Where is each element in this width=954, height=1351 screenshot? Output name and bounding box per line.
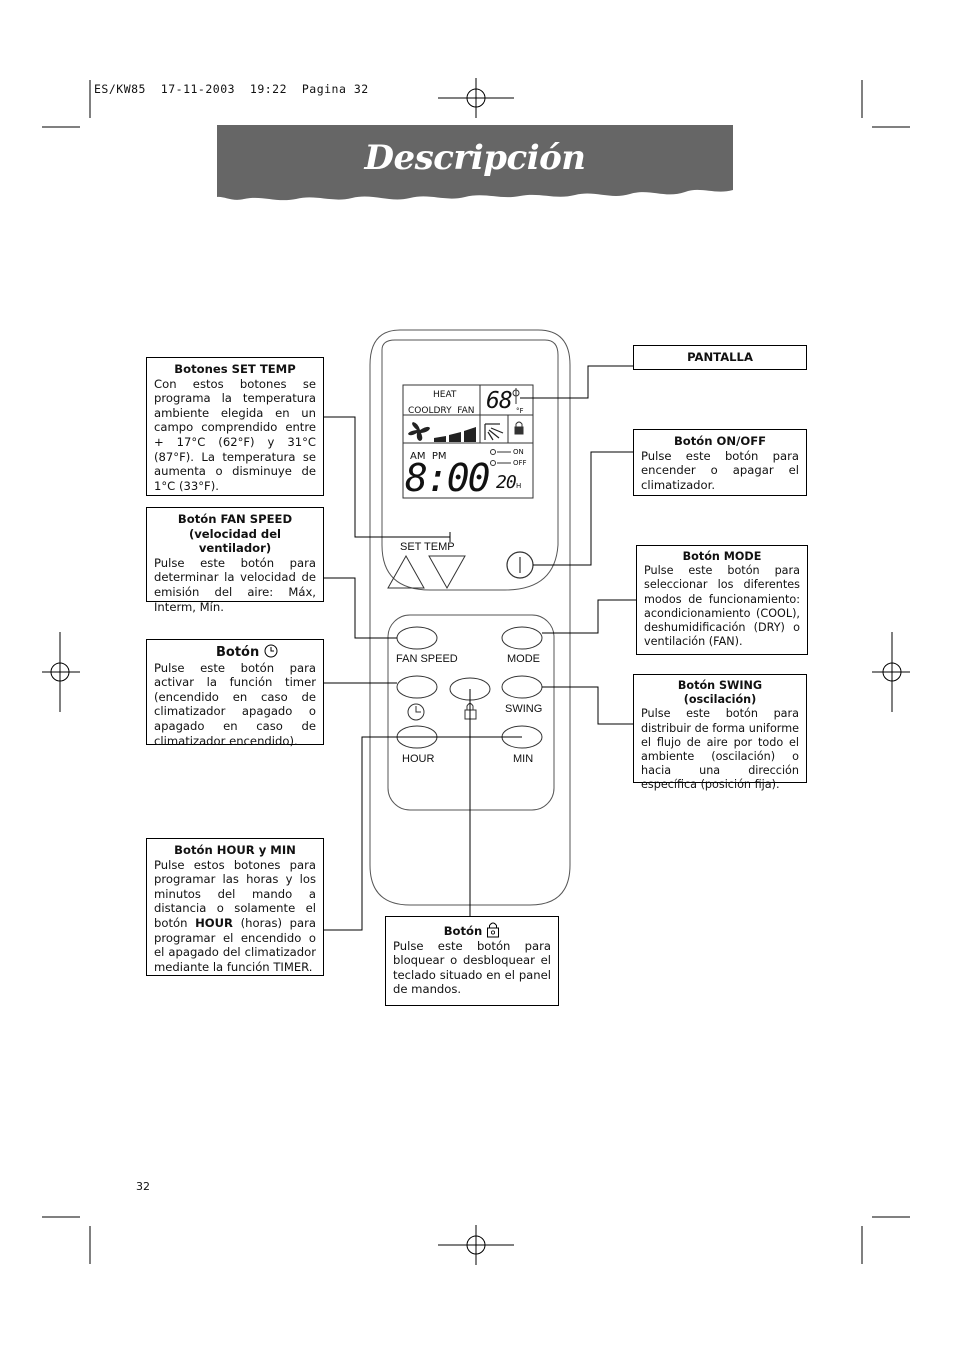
callout-set-temp-title: Botones SET TEMP [174,362,296,376]
callout-set-temp: Botones SET TEMP Con estos botones se pr… [146,357,324,496]
callout-on-off: Botón ON/OFF Pulse este botón para encen… [633,429,807,496]
callout-set-temp-text: Con estos botones se programa la tempera… [154,376,316,493]
swing-indicator [484,423,504,441]
callout-mode-title: Botón MODE [682,550,762,563]
callout-fan-speed-subtitle: (velocidad del ventilador) [188,526,282,556]
display-clock: 8:00 [405,456,491,500]
callout-fan-speed-title: Botón FAN SPEED [177,512,293,526]
callout-swing-text: Pulse este botón para distribuir de form… [641,707,799,792]
set-temp-buttons [387,554,466,590]
fan-speed-indicator [408,422,476,442]
callout-on-off-title: Botón ON/OFF [673,434,767,448]
callout-lock-title: Botón [443,924,483,938]
callout-timer-title: Botón [216,645,260,660]
callout-fan-speed: Botón FAN SPEED (velocidad del ventilado… [146,507,324,614]
clock-icon [264,644,278,658]
callout-hour-min: Botón HOUR y MIN Pulse estos botones par… [146,838,324,976]
registration-marks [42,78,910,1265]
callout-lock: Botón Pulse este botón para bloquear o d… [385,916,559,1006]
callout-lock-text: Pulse este botón para bloquear o desbloq… [393,938,551,997]
set-temp-label: SET TEMP [400,541,455,553]
min-label: MIN [513,753,534,765]
power-button [506,551,534,579]
page-title: Descripción [364,138,586,178]
display-timer-on: ON [513,448,524,456]
callout-swing-title: Botón SWING (oscilación) [677,679,763,707]
display-cool-dry-fan: COOLDRY FAN [408,406,475,416]
callout-hour-min-title: Botón HOUR y MIN [174,843,296,857]
callout-on-off-text: Pulse este botón para encender o apagar … [641,448,799,492]
lock-icon [487,922,500,938]
callout-hour-min-text-b: (horas) para programar el encendido o el… [154,915,316,974]
display-temp-unit: °F [516,407,524,415]
callout-swing: Botón SWING (oscilación) Pulse este botó… [633,674,807,791]
callout-timer: Botón Pulse este botón para activar la f… [146,639,324,748]
display-heat: HEAT [433,390,457,400]
callout-hour-min-text-a: Pulse estos botones para programar las h… [154,857,316,930]
crop-marks [42,80,910,1264]
callout-hour-min-text-bold: HOUR [195,915,233,930]
page-number: 32 [136,1180,150,1193]
callout-pantalla-title: PANTALLA [687,350,753,364]
display-timer-off: OFF [513,459,527,467]
display-hours-unit: H [516,482,522,490]
callout-fan-speed-text: Pulse este botón para determinar la velo… [154,555,316,614]
fan-speed-label: FAN SPEED [396,653,458,665]
print-header: ES/KW85 17-11-2003 19:22 Pagina 32 [94,82,369,96]
display-temp-value: 68 [486,388,513,414]
remote-control [369,329,571,906]
mode-label: MODE [507,653,540,665]
display-am-pm: AM PM [410,451,447,462]
callout-mode-text: Pulse este botón para seleccionar los di… [644,564,800,649]
connector-lines [323,365,636,931]
callout-timer-text: Pulse este botón para activar la función… [154,660,316,748]
hour-label: HOUR [402,753,435,765]
swing-label: SWING [505,703,543,715]
callout-mode: Botón MODE Pulse este botón para selecci… [636,545,808,655]
display-hours-value: 20 [496,472,517,493]
title-banner [217,125,733,201]
callout-pantalla: PANTALLA [633,345,807,370]
